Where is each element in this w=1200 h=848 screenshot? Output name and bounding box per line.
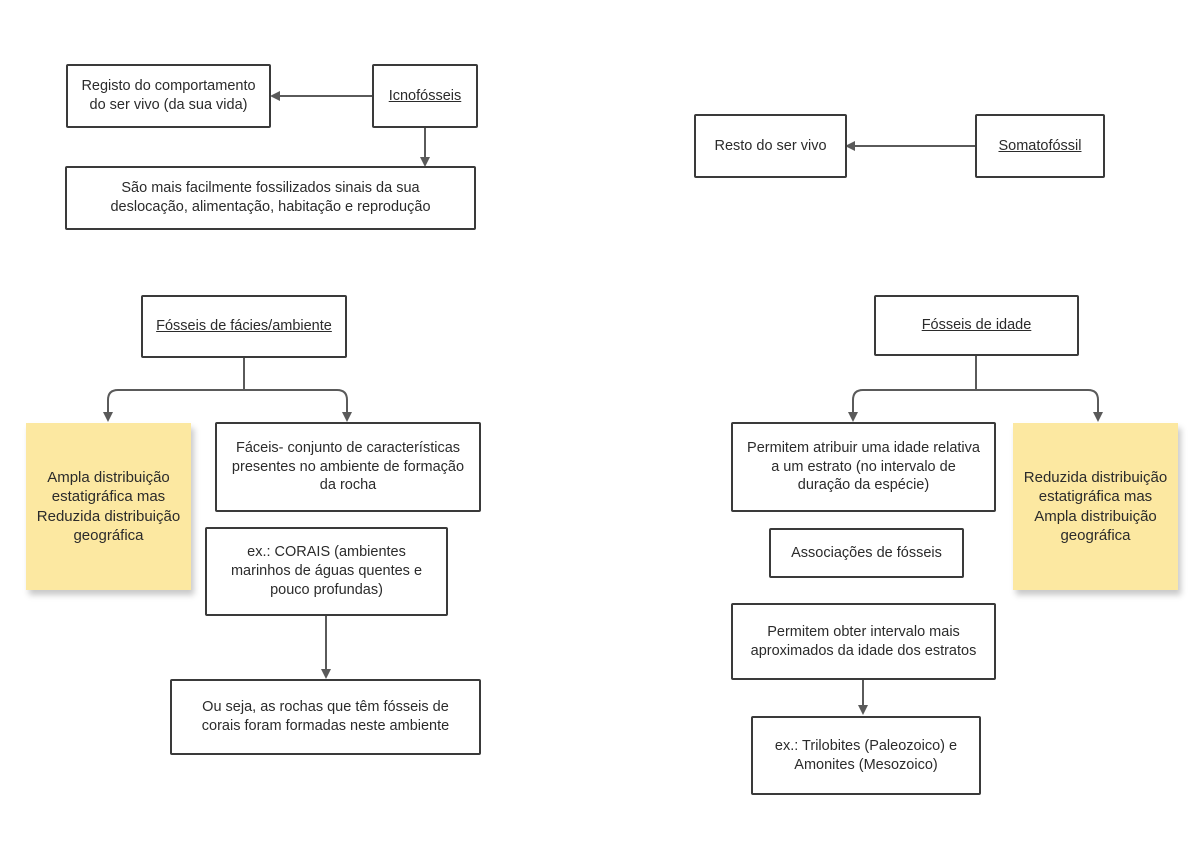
- icnofosseis-label: Icnofósseis: [388, 87, 462, 104]
- permitem-atribuir-label: Permitem atribuir uma idade relativa a u…: [747, 439, 980, 494]
- registo-label: Registo do comportamento do ser vivo (da…: [81, 78, 256, 113]
- icnofosseis-box: Icnofósseis: [372, 64, 478, 128]
- arrow-facies-to-ampla: [108, 358, 245, 420]
- resto-box: Resto do ser vivo: [694, 114, 847, 178]
- resto-label: Resto do ser vivo: [714, 137, 827, 154]
- facies-title-label: Fósseis de fácies/ambiente: [156, 318, 332, 335]
- permitem-atribuir-box: Permitem atribuir uma idade relativa a u…: [731, 422, 996, 512]
- ou-seja-box: Ou seja, as rochas que têm fósseis de co…: [170, 679, 481, 755]
- sao-mais-box: São mais facilmente fossilizados sinais …: [65, 166, 476, 230]
- corais-label: ex.: CORAIS (ambientes marinhos de águas…: [230, 544, 423, 598]
- permitem-obter-box: Permitem obter intervalo mais aproximado…: [731, 603, 996, 680]
- permitem-obter-label: Permitem obter intervalo mais aproximado…: [750, 623, 977, 659]
- somatofossil-label: Somatofóssil: [998, 137, 1082, 154]
- registo-box: Registo do comportamento do ser vivo (da…: [66, 64, 271, 128]
- ampla-sticky-note: Ampla distribuição estatigráfica mas Red…: [26, 423, 191, 590]
- facies-def-label: Fáceis- conjunto de características pres…: [231, 439, 465, 494]
- facies-def-box: Fáceis- conjunto de características pres…: [215, 422, 481, 512]
- idade-title-box: Fósseis de idade: [874, 295, 1079, 356]
- associacoes-box: Associações de fósseis: [769, 528, 964, 578]
- trilobites-box: ex.: Trilobites (Paleozoico) e Amonites …: [751, 716, 981, 795]
- somatofossil-box: Somatofóssil: [975, 114, 1105, 178]
- facies-title-box: Fósseis de fácies/ambiente: [141, 295, 347, 358]
- arrow-idade-to-permitem: [853, 355, 977, 420]
- corais-box: ex.: CORAIS (ambientes marinhos de águas…: [205, 527, 448, 616]
- reduzida-sticky-note: Reduzida distribuição estatigráfica mas …: [1013, 423, 1178, 590]
- ou-seja-label: Ou seja, as rochas que têm fósseis de co…: [201, 699, 450, 734]
- idade-title-label: Fósseis de idade: [921, 317, 1032, 334]
- ampla-note-label: Ampla distribuição estatigráfica mas Red…: [36, 468, 181, 545]
- associacoes-label: Associações de fósseis: [791, 544, 942, 561]
- trilobites-label: ex.: Trilobites (Paleozoico) e Amonites …: [774, 737, 958, 773]
- sao-mais-label: São mais facilmente fossilizados sinais …: [110, 180, 431, 215]
- arrow-facies-to-def: [244, 389, 352, 422]
- arrow-idade-to-reduzida: [976, 389, 1103, 422]
- reduzida-note-label: Reduzida distribuição estatigráfica mas …: [1023, 468, 1168, 545]
